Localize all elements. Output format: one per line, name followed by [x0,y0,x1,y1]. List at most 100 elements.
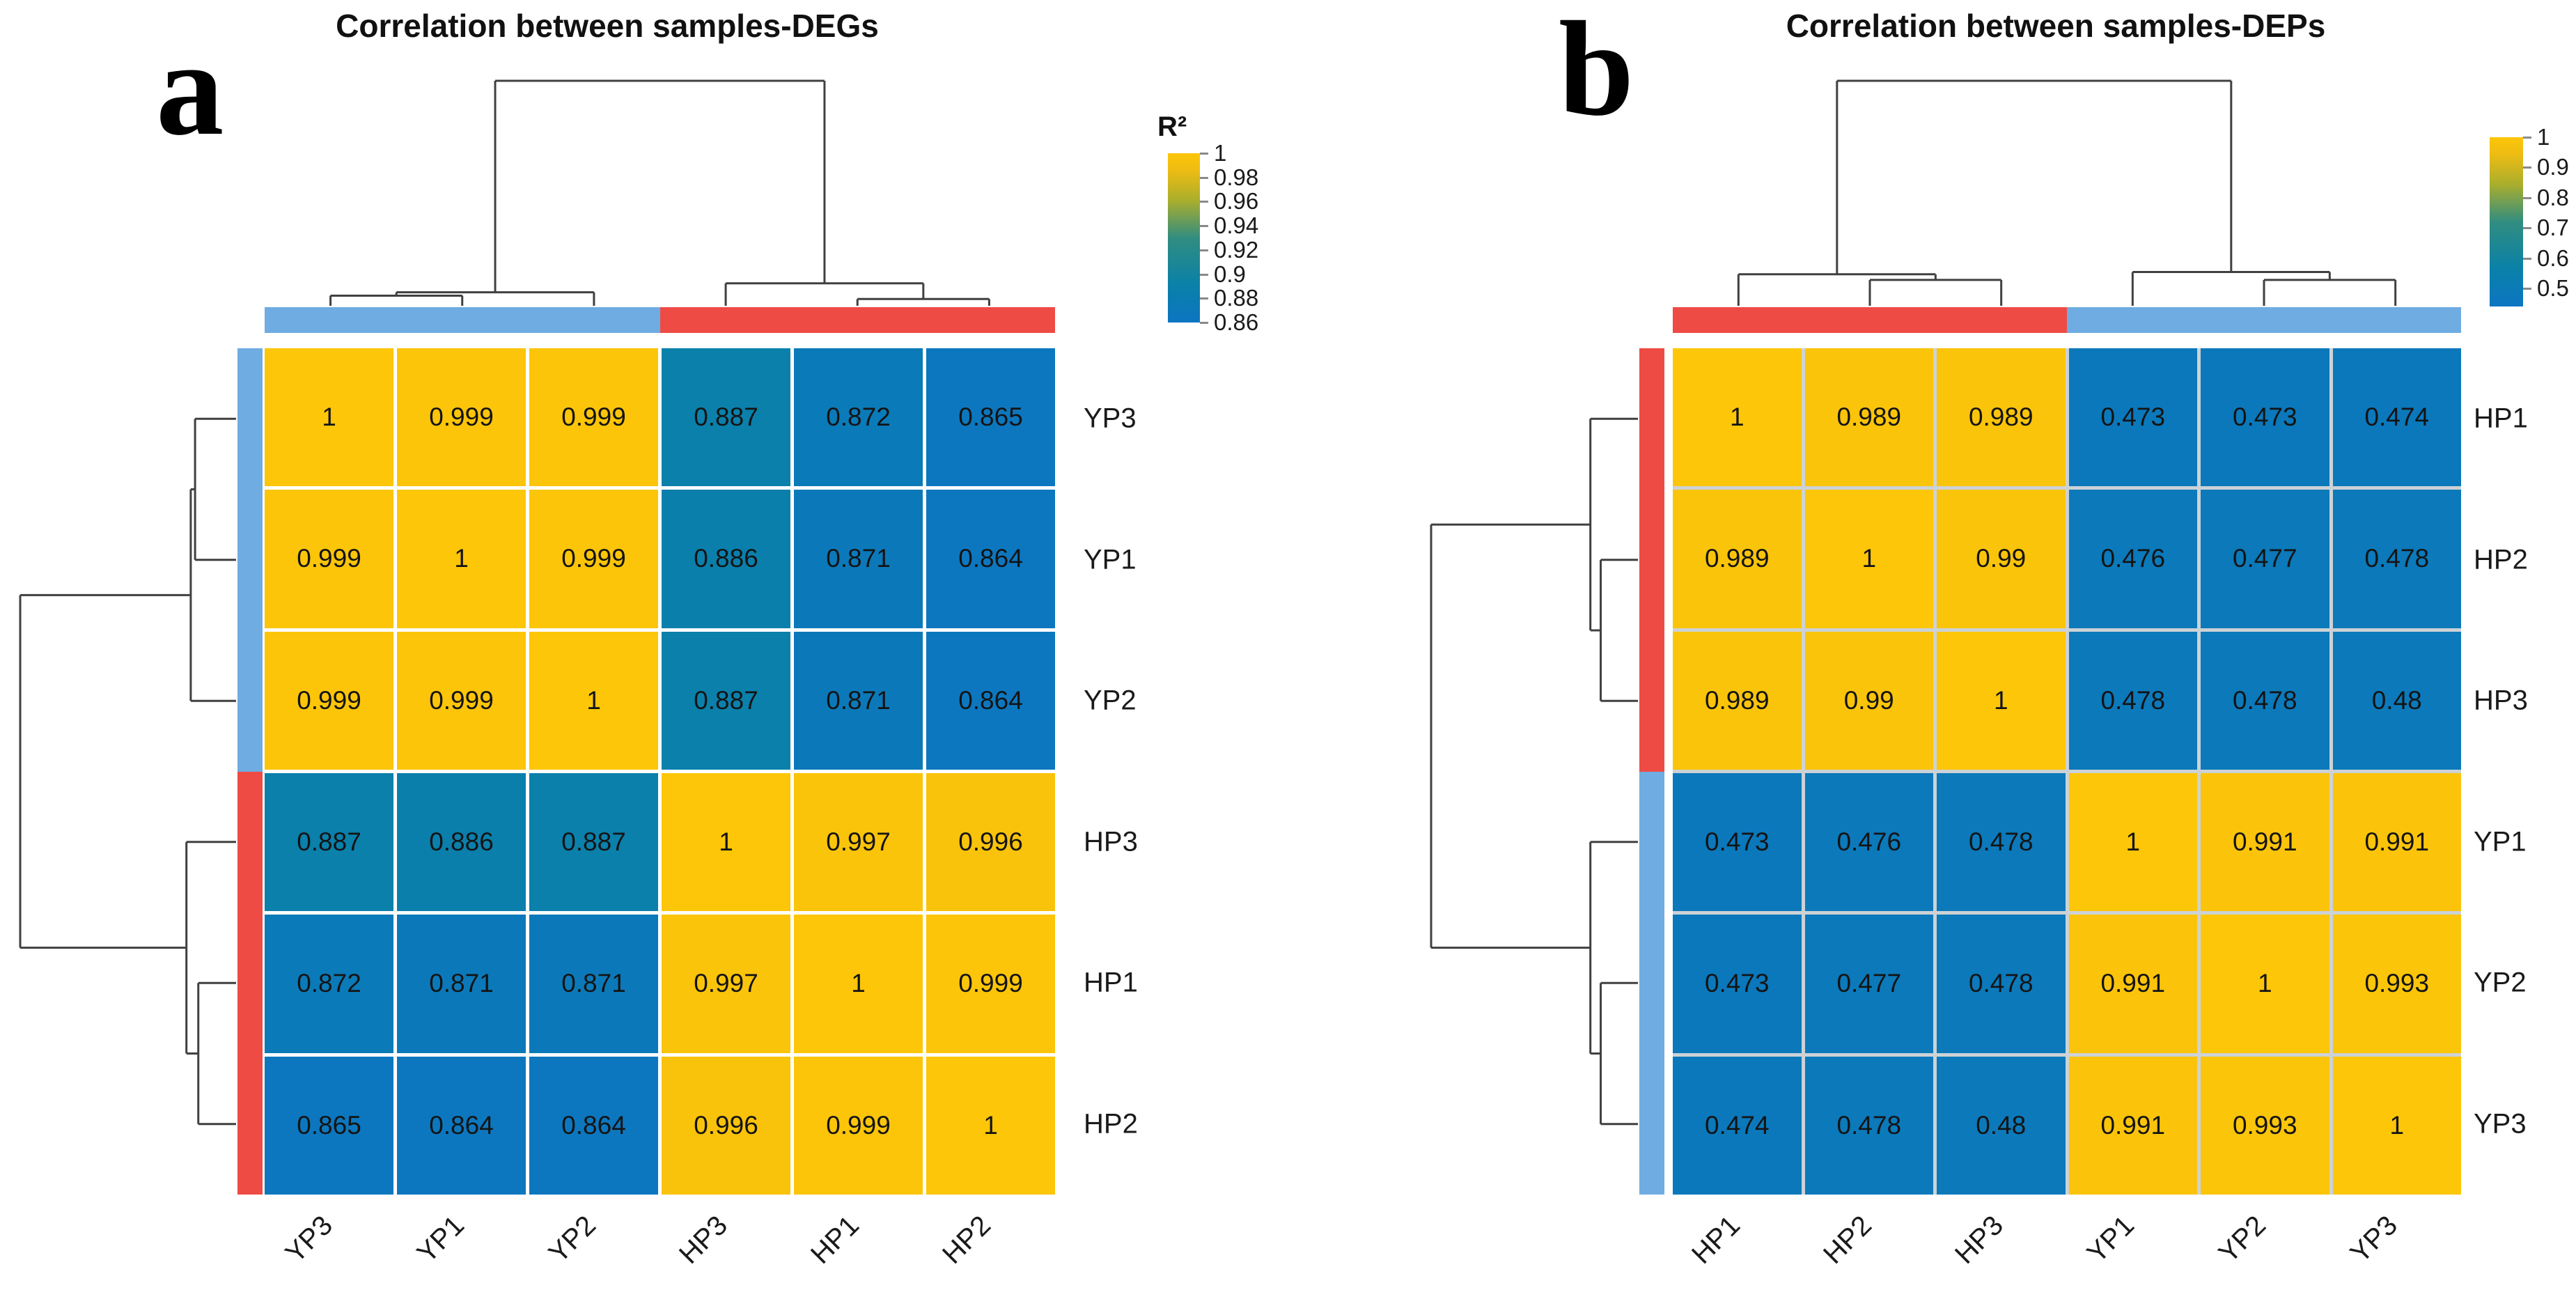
row-annotation-segment-yp [1639,912,1664,1054]
heatmap-cell: 1 [2068,772,2197,912]
col-label: HP2 [937,1210,997,1270]
legend-tick-label: 0.7 [2537,215,2569,241]
row-annotation-segment-hp [237,912,263,1054]
column-dendrogram [329,79,990,306]
heatmap-cell: 0.999 [265,490,393,628]
heatmap-cell: 0.473 [1673,772,1802,912]
legend-tick-mark [2523,137,2531,139]
legend-tick-label: 0.92 [1214,236,1259,263]
heatmap-cell: 0.886 [397,772,526,912]
heatmap-cell: 0.478 [2201,631,2329,770]
heatmap-cell: 1 [397,490,526,628]
legend-tick-label: 0.6 [2537,244,2569,271]
row-label: YP3 [1084,403,1137,434]
heatmap-cell: 1 [529,631,658,770]
legend-tick-mark [2523,166,2531,169]
heatmap-cell: 0.48 [2332,631,2461,770]
legend-tick-label: 0.86 [1214,309,1259,335]
heatmap-cell: 0.474 [2332,348,2461,487]
heatmap-cell: 0.478 [1937,915,2066,1053]
row-annotation-bar [237,348,263,1195]
heatmap-cell: 1 [1673,348,1802,487]
panel-b-title: Correlation between samples-DEPs [1786,8,2326,44]
heatmap-cell: 1 [662,772,790,912]
column-annotation-segment-yp [396,307,529,333]
row-annotation-segment-yp [237,630,263,772]
col-label: YP1 [2081,1210,2141,1269]
column-annotation-segment-yp [528,307,660,333]
heatmap-cell: 0.989 [1937,348,2066,487]
heatmap-cell: 1 [926,1056,1055,1195]
row-annotation-segment-hp [1639,630,1664,772]
heatmap-cell: 0.999 [265,631,393,770]
panel-a-title: Correlation between samples-DEGs [336,8,879,44]
heatmap-cell: 0.991 [2201,772,2329,912]
row-annotation-segment-yp [237,489,263,630]
legend-tick-mark [1200,201,1208,203]
legend-tick-mark [2523,196,2531,199]
legend-tick-label: 1 [2537,124,2550,150]
heatmap-cell: 0.999 [397,631,526,770]
heatmap-cell: 0.887 [662,631,790,770]
heatmap-cell: 0.476 [1804,772,1933,912]
column-annotation-segment-yp [265,307,397,333]
heatmap-cell: 0.993 [2201,1056,2329,1195]
heatmap-cell: 0.999 [926,915,1055,1053]
heatmap-cell: 0.999 [529,490,658,628]
row-annotation-segment-yp [1639,771,1664,912]
heatmap-cell: 0.99 [1937,490,2066,628]
row-label: HP3 [2474,685,2528,716]
legend-tick-label: 1 [1214,140,1227,166]
col-label: YP3 [2344,1210,2403,1269]
heatmap-cell: 0.997 [662,915,790,1053]
legend-tick-mark [1200,322,1208,324]
legend-tick-label: 0.96 [1214,188,1259,215]
row-label: YP2 [2474,967,2527,998]
colorbar [1168,153,1200,322]
column-annotation-segment-hp [1935,307,2068,333]
legend-tick-mark [2523,257,2531,260]
heatmap-cell: 0.473 [1673,915,1802,1053]
heatmap-cell: 0.476 [2068,490,2197,628]
heatmap-cell: 1 [2201,915,2329,1053]
col-label: HP1 [805,1210,866,1270]
heatmap-cell: 0.864 [926,490,1055,628]
panel-a-label: a [156,13,224,164]
heatmap-cell: 0.886 [662,490,790,628]
row-annotation-segment-hp [237,1053,263,1195]
column-annotation-segment-hp [923,307,1056,333]
heatmap-cell: 0.999 [529,348,658,487]
legend-tick-mark [1200,249,1208,251]
row-annotation-segment-yp [237,348,263,490]
legend-tick-label: 0.9 [1214,261,1246,287]
row-dendrogram [19,417,236,1126]
heatmap-cell: 1 [1804,490,1933,628]
heatmap-cell: 0.478 [2068,631,2197,770]
heatmap-cell: 0.991 [2068,1056,2197,1195]
row-label: HP2 [1084,1108,1138,1140]
row-label: YP2 [1084,685,1137,716]
legend-title: R² [1157,111,1187,142]
row-label: HP1 [2474,403,2528,434]
column-annotation-segment-yp [2067,307,2199,333]
legend-tick-mark [2523,227,2531,230]
col-label: HP2 [1817,1210,1878,1270]
heatmap-cell: 0.996 [926,772,1055,912]
row-label: YP1 [2474,826,2527,857]
heatmap-cell: 0.871 [794,490,923,628]
col-label: YP2 [2212,1210,2272,1269]
col-label: HP3 [1949,1210,2009,1270]
heatmap-cell: 0.871 [397,915,526,1053]
heatmap-cell: 0.996 [662,1056,790,1195]
heatmap-cell: 0.474 [1673,1056,1802,1195]
column-annotation-segment-yp [2329,307,2462,333]
legend-tick-mark [1200,273,1208,276]
heatmap-cell: 0.991 [2068,915,2197,1053]
heatmap-cell: 0.478 [1804,1056,1933,1195]
heatmap-cell: 0.991 [2332,772,2461,912]
row-label: HP1 [1084,967,1138,998]
heatmap-cell: 0.871 [794,631,923,770]
panel-b-label: b [1559,0,1634,144]
heatmap-cell: 0.48 [1937,1056,2066,1195]
